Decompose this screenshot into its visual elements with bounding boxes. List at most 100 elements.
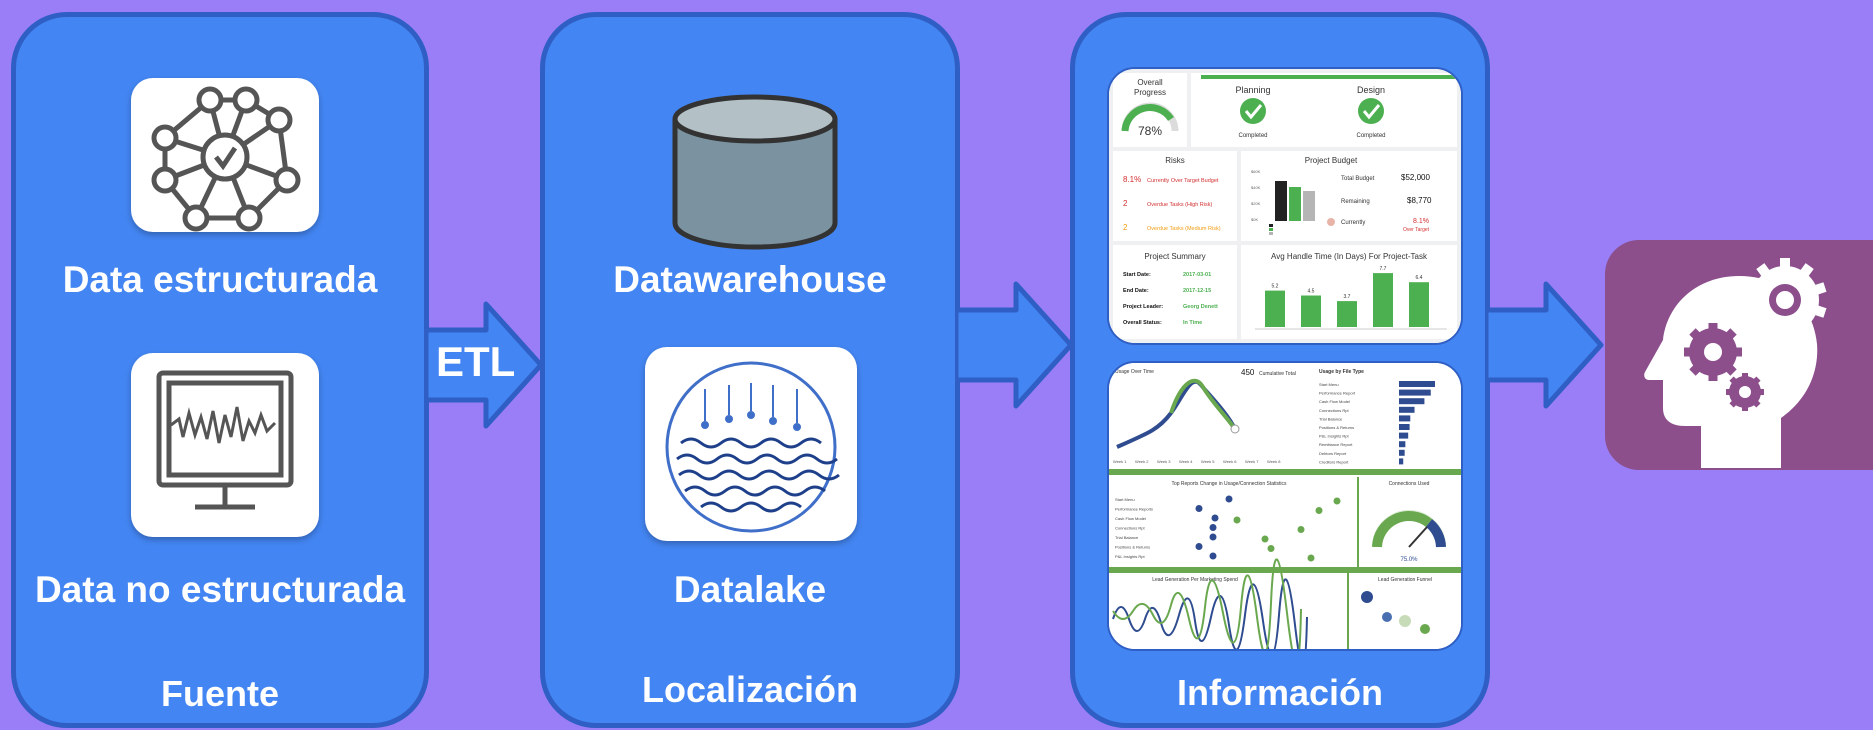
svg-text:Total Budget: Total Budget <box>1341 176 1375 182</box>
svg-text:Usage Over Time: Usage Over Time <box>1115 369 1154 375</box>
top-report-dot <box>1195 543 1203 550</box>
file-type-label: Trial Balance <box>1319 416 1343 421</box>
week-label: Week 7 <box>1245 459 1259 464</box>
svg-text:Georg Denett: Georg Denett <box>1183 304 1218 310</box>
database-cylinder-icon <box>672 94 838 250</box>
project-dashboard: Overall Progress 78% Planning Completed … <box>1107 67 1463 345</box>
top-report-label: P&L Insights Rpt <box>1115 554 1146 559</box>
week-label: Week 4 <box>1179 459 1193 464</box>
svg-text:$0K: $0K <box>1251 217 1258 222</box>
handle-time-bar <box>1265 290 1285 327</box>
svg-text:Overdue Tasks (Medium Risk): Overdue Tasks (Medium Risk) <box>1147 226 1221 232</box>
datalake-label: Datalake <box>673 569 827 610</box>
svg-text:Avg Handle Time (In Days) For: Avg Handle Time (In Days) For Project-Ta… <box>1271 252 1428 261</box>
flow-arrow-3 <box>1486 281 1604 409</box>
top-report-dot <box>1233 516 1241 524</box>
usage-dashboard: Usage Over Time 450 Cumulative Total Wee… <box>1107 361 1463 651</box>
svg-text:2017-12-15: 2017-12-15 <box>1183 288 1211 294</box>
handle-time-value: 7.7 <box>1380 266 1387 272</box>
svg-text:$60K: $60K <box>1251 169 1261 174</box>
week-label: Week 8 <box>1267 459 1281 464</box>
budget-bar <box>1289 187 1301 221</box>
data-no-estructurada-label: Data no estructurada <box>34 569 406 610</box>
week-label: Week 1 <box>1113 459 1127 464</box>
file-type-bar <box>1399 449 1405 456</box>
data-no-estructurada-tile <box>131 353 319 537</box>
svg-text:Project Budget: Project Budget <box>1305 156 1358 165</box>
week-label: Week 2 <box>1135 459 1149 464</box>
svg-text:Over Target: Over Target <box>1403 227 1430 233</box>
file-type-label: Positions & Returns <box>1319 425 1354 430</box>
file-type-bar <box>1399 441 1406 448</box>
svg-text:8.1%: 8.1% <box>1413 218 1429 225</box>
week-label: Week 3 <box>1157 459 1171 464</box>
svg-text:75.0%: 75.0% <box>1400 557 1418 563</box>
top-report-dot <box>1315 507 1323 514</box>
svg-text:Connections Used: Connections Used <box>1389 481 1430 487</box>
file-type-bar <box>1399 432 1409 439</box>
lake-waves-icon <box>665 361 840 533</box>
svg-text:Overdue Tasks (High Risk): Overdue Tasks (High Risk) <box>1147 202 1212 208</box>
top-report-dot <box>1267 545 1275 552</box>
top-report-dot <box>1209 552 1217 560</box>
file-type-label: Connections Rpt <box>1319 408 1349 413</box>
file-type-bar <box>1399 381 1435 387</box>
top-report-dot <box>1333 497 1341 505</box>
svg-text:Risks: Risks <box>1165 156 1185 165</box>
data-estructurada-tile <box>131 78 319 232</box>
etl-label: ETL <box>436 338 516 385</box>
informacion-panel: Overall Progress 78% Planning Completed … <box>1070 12 1490 728</box>
svg-text:Currently: Currently <box>1341 220 1365 226</box>
top-report-label: Connections Rpt <box>1115 526 1145 531</box>
monitor-waveform-icon <box>156 370 294 510</box>
week-label: Week 5 <box>1201 459 1215 464</box>
svg-text:Project Leader:: Project Leader: <box>1123 304 1163 310</box>
svg-text:Lead Generation Per Marketing: Lead Generation Per Marketing Spend <box>1152 577 1238 583</box>
svg-text:$40K: $40K <box>1251 185 1261 190</box>
svg-text:Project Summary: Project Summary <box>1144 252 1205 261</box>
handle-time-value: 5.2 <box>1272 284 1279 290</box>
svg-text:End Date:: End Date: <box>1123 288 1149 294</box>
file-type-label: Remittance Report <box>1319 442 1353 447</box>
file-type-bar <box>1399 458 1404 465</box>
informacion-title: Información <box>1176 672 1383 713</box>
handle-time-value: 6.4 <box>1416 275 1423 281</box>
svg-text:Progress: Progress <box>1134 88 1166 97</box>
ai-output-tile <box>1605 240 1873 470</box>
svg-text:Overall Status:: Overall Status: <box>1123 320 1162 326</box>
file-type-label: P&L Insights Rpt <box>1319 434 1350 439</box>
top-report-dot <box>1225 495 1233 503</box>
top-report-label: Positions & Returns <box>1115 545 1150 550</box>
svg-text:Remaining: Remaining <box>1341 199 1370 205</box>
handle-time-bar <box>1373 273 1393 327</box>
flow-arrow-2 <box>956 281 1074 409</box>
top-report-label: Cash Flow Model <box>1115 516 1146 521</box>
overall-progress-value: 78% <box>1138 124 1162 138</box>
handle-time-value: 3.7 <box>1344 294 1351 300</box>
svg-text:$8,770: $8,770 <box>1407 196 1432 205</box>
data-estructurada-label: Data estructurada <box>62 259 378 300</box>
budget-bar <box>1275 181 1287 221</box>
svg-text:Currently Over Target Budget: Currently Over Target Budget <box>1147 178 1219 184</box>
svg-text:450: 450 <box>1241 368 1255 377</box>
week-label: Week 6 <box>1223 459 1237 464</box>
network-check-icon <box>151 86 301 232</box>
top-report-dot <box>1297 526 1305 533</box>
handle-time-value: 4.5 <box>1308 289 1315 295</box>
svg-text:In Time: In Time <box>1183 320 1202 326</box>
localizacion-title: Localización <box>641 669 859 710</box>
datawarehouse-label: Datawarehouse <box>613 259 887 300</box>
svg-text:2: 2 <box>1123 199 1128 208</box>
handle-time-bar <box>1337 301 1357 327</box>
file-type-label: Cash Flow Model <box>1319 399 1350 404</box>
file-type-label: Start Menu <box>1319 382 1339 387</box>
file-type-label: Debtors Report <box>1319 451 1347 456</box>
top-report-dot <box>1209 533 1217 541</box>
file-type-bar <box>1399 398 1425 405</box>
top-report-dot <box>1307 554 1315 562</box>
svg-text:$20K: $20K <box>1251 201 1261 206</box>
svg-text:Top Reports Change in Usage/Co: Top Reports Change in Usage/Connection S… <box>1171 481 1287 487</box>
svg-text:Lead Generation Funnel: Lead Generation Funnel <box>1378 577 1432 583</box>
top-report-dot <box>1261 535 1269 543</box>
overall-progress-title: Overall <box>1137 78 1163 87</box>
